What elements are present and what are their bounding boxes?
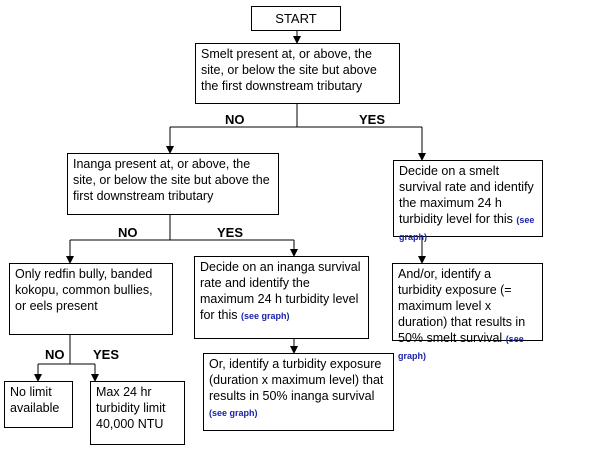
inanga-rate-graph-link[interactable]: (see graph) bbox=[241, 311, 290, 321]
smelt-rate-box: Decide on a smelt survival rate and iden… bbox=[393, 160, 543, 242]
smelt-rate-graph-link[interactable]: (see graph) bbox=[399, 215, 535, 242]
yes-label-smelt: YES bbox=[359, 112, 386, 127]
inanga-exposure-graph-link[interactable]: (see graph) bbox=[209, 408, 258, 418]
other-fish-question-box: Only redfin bully, banded kokopu, common… bbox=[9, 263, 173, 335]
inanga-rate-box: Decide on an inanga survival rate and id… bbox=[194, 256, 369, 339]
no-label-smelt: NO bbox=[225, 112, 245, 127]
inanga-rate-text: Decide on an inanga survival rate and id… bbox=[200, 260, 361, 322]
smelt-exposure-text: And/or, identify a turbidity exposure (=… bbox=[398, 267, 526, 345]
inanga-exposure-box: Or, identify a turbidity exposure (durat… bbox=[203, 353, 394, 431]
inanga-question-box: Inanga present at, or above, the site, o… bbox=[67, 153, 279, 215]
inanga-exposure-text: Or, identify a turbidity exposure (durat… bbox=[209, 357, 384, 403]
no-limit-text: No limit available bbox=[10, 385, 60, 415]
inanga-question-text: Inanga present at, or above, the site, o… bbox=[73, 157, 270, 203]
smelt-exposure-graph-link[interactable]: (see graph) bbox=[398, 334, 524, 361]
other-fish-question-text: Only redfin bully, banded kokopu, common… bbox=[15, 267, 153, 313]
smelt-question-text: Smelt present at, or above, the site, or… bbox=[201, 47, 377, 93]
max-limit-box: Max 24 hr turbidity limit 40,000 NTU bbox=[90, 381, 185, 445]
no-limit-box: No limit available bbox=[4, 381, 73, 428]
smelt-rate-text: Decide on a smelt survival rate and iden… bbox=[399, 164, 534, 226]
yes-label-inanga: YES bbox=[217, 225, 244, 240]
smelt-question-box: Smelt present at, or above, the site, or… bbox=[195, 43, 400, 104]
no-label-other: NO bbox=[45, 347, 65, 362]
smelt-exposure-box: And/or, identify a turbidity exposure (=… bbox=[392, 263, 543, 361]
no-label-inanga: NO bbox=[118, 225, 138, 240]
yes-label-other: YES bbox=[93, 347, 120, 362]
start-box: START bbox=[251, 6, 341, 31]
start-label: START bbox=[275, 11, 317, 26]
max-limit-text: Max 24 hr turbidity limit 40,000 NTU bbox=[96, 385, 166, 431]
